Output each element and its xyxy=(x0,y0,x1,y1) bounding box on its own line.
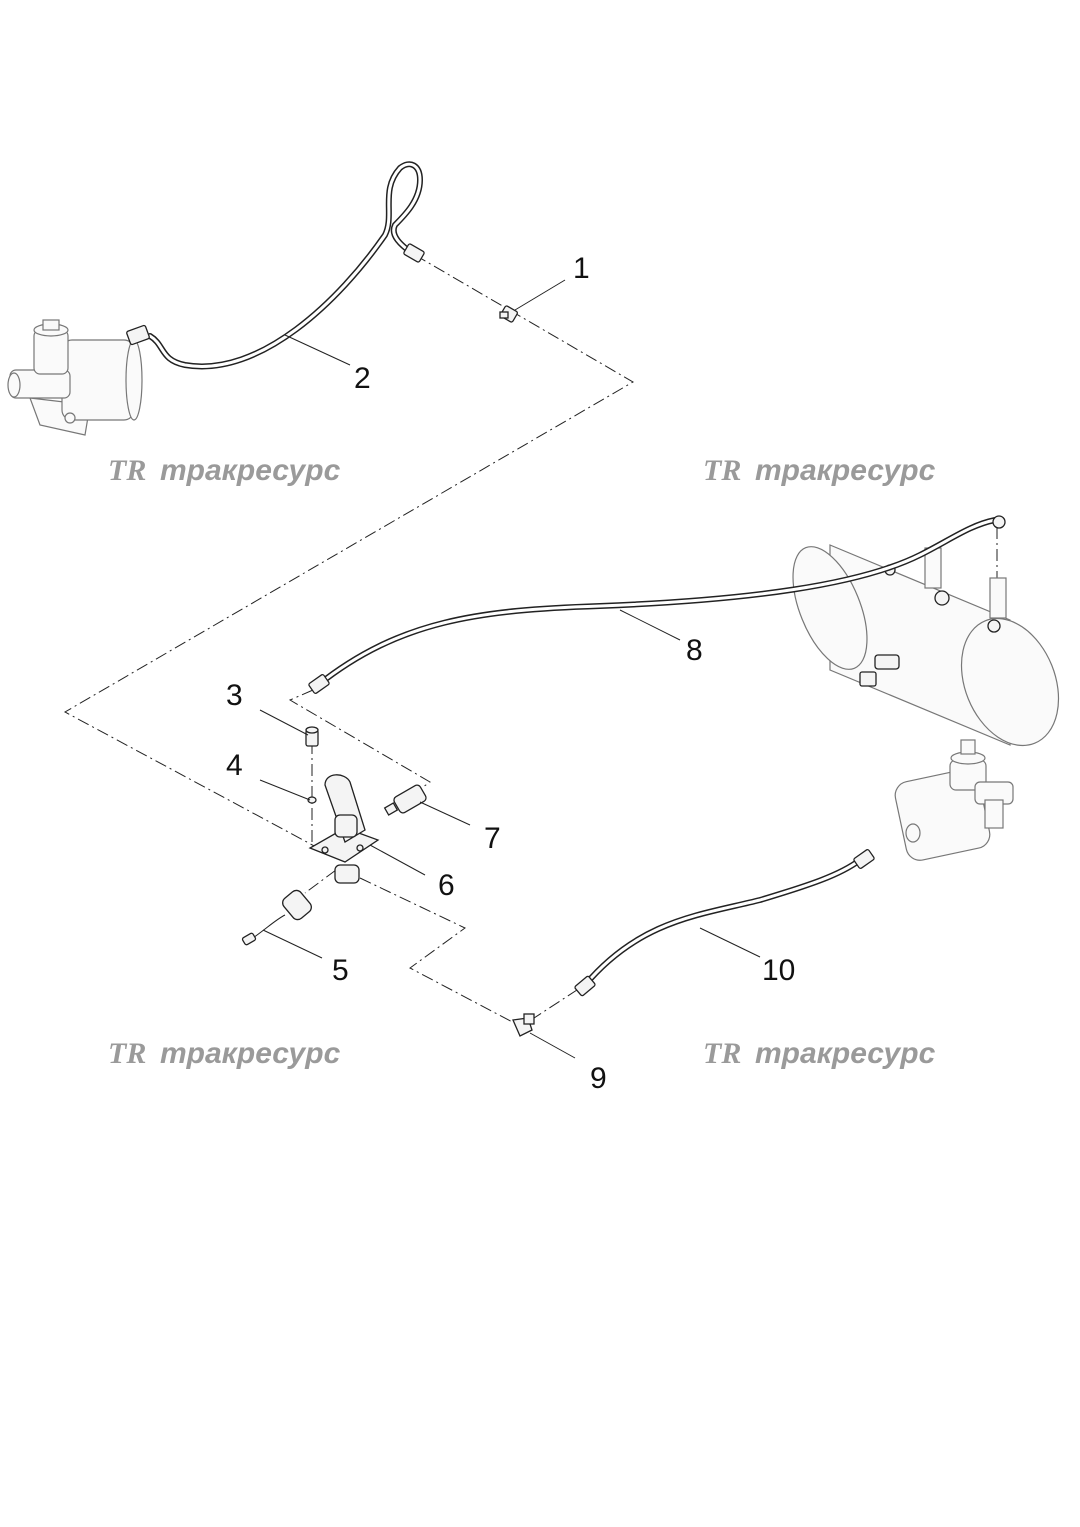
chamber-reservoir-plug xyxy=(960,739,976,755)
callout-2: 2 xyxy=(354,362,371,395)
hose-8-fitting-left xyxy=(308,674,330,694)
sensor-body xyxy=(282,889,312,921)
sensor-cable xyxy=(249,914,286,941)
leader-2 xyxy=(284,334,351,366)
tank-port-2 xyxy=(934,590,950,606)
hose-2-fitting-right xyxy=(403,243,425,263)
chamber-port xyxy=(905,823,921,843)
part-9-elbow-fitting xyxy=(512,1013,535,1037)
leader-9 xyxy=(529,1032,576,1059)
watermark-logo: TR xyxy=(108,454,146,487)
tank-end-left xyxy=(792,546,868,670)
callout-7: 7 xyxy=(484,822,501,855)
valve-bolt xyxy=(321,846,329,854)
valve-body xyxy=(334,814,358,838)
connection-line-9 xyxy=(359,877,521,1027)
chamber-bracket xyxy=(984,799,1004,829)
callout-5: 5 xyxy=(332,954,349,987)
hose-10-fitting-right xyxy=(853,849,875,869)
watermark-top-right: TR тракресурс xyxy=(703,454,936,487)
valve-base-plate xyxy=(308,827,380,863)
part-1-fitting xyxy=(499,305,518,323)
hose-10 xyxy=(574,849,875,997)
chamber-reservoir-plug xyxy=(42,319,60,331)
valve-bottom-port xyxy=(334,864,360,884)
tank-end-right xyxy=(960,617,1060,747)
callout-labels: 1 2 3 4 5 6 7 8 9 10 xyxy=(226,252,795,1095)
callout-6: 6 xyxy=(438,869,455,902)
tank-bracket-right xyxy=(989,577,1007,619)
watermark-text: тракресурс xyxy=(755,1037,936,1070)
leader-10 xyxy=(699,927,761,958)
callout-1: 1 xyxy=(573,252,590,285)
callout-10: 10 xyxy=(762,954,795,987)
watermark-logo: TR xyxy=(108,1037,146,1070)
brake-chamber-right xyxy=(894,739,1014,861)
chamber-bolt xyxy=(64,412,76,424)
leader-4 xyxy=(259,779,311,801)
leader-8 xyxy=(619,609,681,641)
hose-10-fitting-left xyxy=(574,975,596,997)
watermark-top-left: TR тракресурс xyxy=(108,454,341,487)
watermark-bottom-left: TR тракресурс xyxy=(108,1037,341,1070)
part-6-brake-valve xyxy=(308,774,380,884)
leader-7 xyxy=(419,801,471,826)
connection-line-1 xyxy=(63,254,634,849)
watermark-bottom-right: TR тракресурс xyxy=(703,1037,936,1070)
connection-line-5 xyxy=(304,869,337,894)
leader-lines xyxy=(259,279,761,1059)
watermark-logo: TR xyxy=(703,1037,741,1070)
part-3-bolt xyxy=(305,726,319,747)
callout-3: 3 xyxy=(226,679,243,712)
watermark-logo: TR xyxy=(703,454,741,487)
part-7-adapter xyxy=(383,784,427,816)
chamber-body xyxy=(61,339,135,421)
connection-line-10 xyxy=(530,987,581,1021)
valve-bolt xyxy=(356,844,364,852)
watermark-text: тракресурс xyxy=(160,1037,341,1070)
hose-8 xyxy=(308,515,1006,694)
hose-2-fitting-left xyxy=(126,324,150,346)
hose-2 xyxy=(126,161,425,370)
leader-1 xyxy=(514,279,566,311)
part-4-washer xyxy=(307,796,317,804)
tank-fitting-bottom xyxy=(859,671,877,687)
callout-9: 9 xyxy=(590,1062,607,1095)
tank-drain-valve xyxy=(874,654,900,670)
callout-8: 8 xyxy=(686,634,703,667)
tank-port-3 xyxy=(987,619,1001,633)
callout-4: 4 xyxy=(226,749,243,782)
watermark-text: тракресурс xyxy=(755,454,936,487)
watermark-text: тракресурс xyxy=(160,454,341,487)
leader-6 xyxy=(369,844,426,876)
leader-3 xyxy=(259,709,309,736)
hose-8-fitting-right xyxy=(992,515,1006,529)
part-5-sensor xyxy=(241,889,312,946)
chamber-piston-end xyxy=(7,372,21,398)
brake-chamber-left xyxy=(7,319,143,436)
leader-5 xyxy=(262,929,323,959)
air-tank xyxy=(792,544,1060,747)
chamber-end-cap xyxy=(125,339,143,421)
sensor-connector xyxy=(241,932,257,946)
